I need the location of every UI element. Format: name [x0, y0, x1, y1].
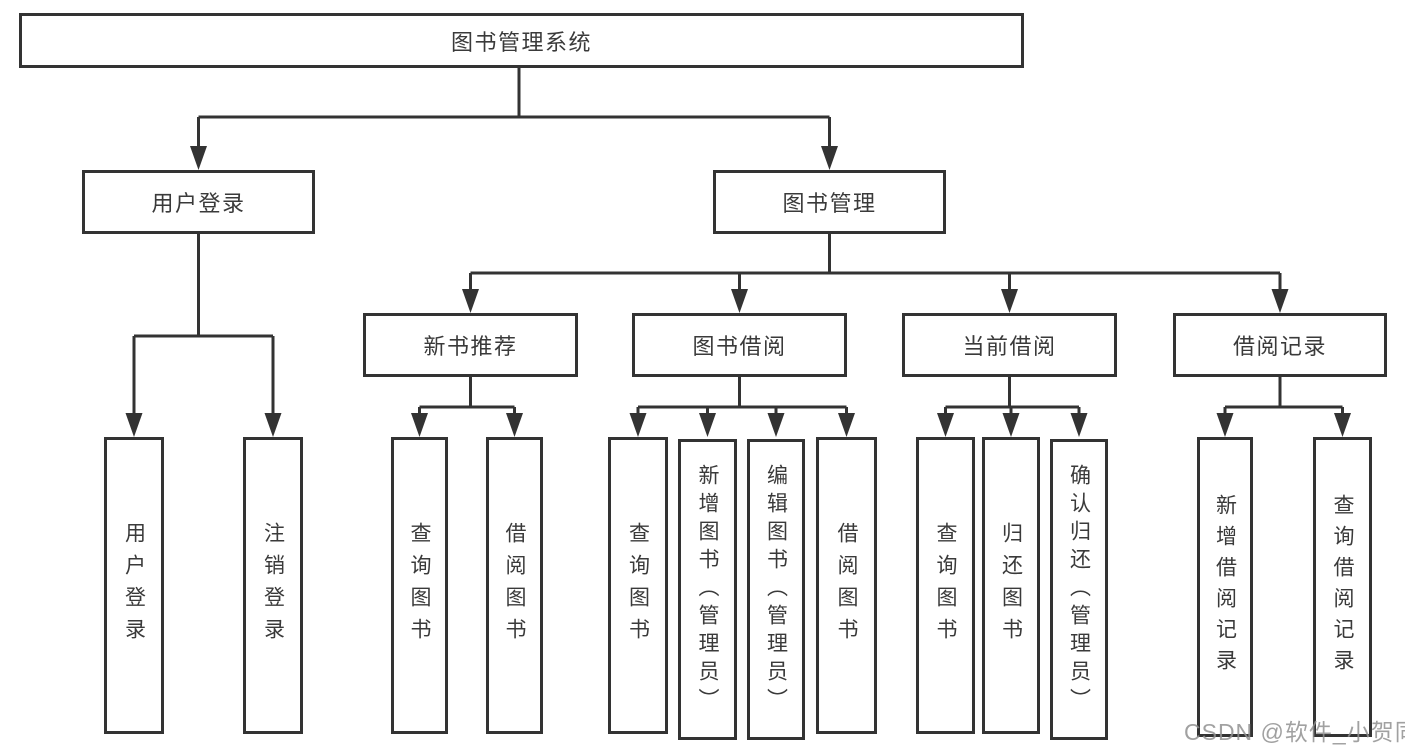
node-label: 图书管理系统 [450, 29, 592, 55]
node-current-borrowing: 当前借阅 [902, 313, 1117, 377]
node-leaf-query-books-1: 查询图书 [391, 437, 448, 734]
node-label: 查询图书 [408, 521, 431, 650]
node-leaf-borrow-books-2: 借阅图书 [816, 437, 877, 734]
node-leaf-borrow-books-1: 借阅图书 [486, 437, 543, 734]
node-leaf-add-borrow-record: 新增借阅记录 [1197, 437, 1253, 737]
node-label: 归还图书 [999, 521, 1023, 650]
node-label: 借阅图书 [835, 521, 858, 650]
node-leaf-edit-book-admin: 编辑图书（管理员） [747, 439, 805, 740]
node-label: 图书管理 [782, 191, 877, 216]
node-label: 新增借阅记录 [1213, 494, 1237, 680]
node-label: 新增图书（管理员） [696, 463, 719, 716]
node-user-login: 用户登录 [82, 170, 315, 234]
node-book-borrowing: 图书借阅 [632, 313, 847, 377]
node-label: 借阅图书 [503, 521, 526, 650]
node-leaf-user-login: 用户登录 [104, 437, 164, 734]
node-label: 查询图书 [626, 521, 650, 650]
node-label: 用户登录 [122, 521, 146, 650]
node-leaf-confirm-return-admin: 确认归还（管理员） [1050, 439, 1108, 740]
node-leaf-logout: 注销登录 [243, 437, 303, 734]
node-leaf-query-books-2: 查询图书 [608, 437, 668, 734]
node-label: 图书借阅 [692, 334, 787, 359]
node-label: 借阅记录 [1232, 334, 1327, 359]
node-borrowing-records: 借阅记录 [1173, 313, 1387, 377]
node-library-management-system: 图书管理系统 [19, 13, 1024, 68]
node-new-book-recommendation: 新书推荐 [363, 313, 578, 377]
node-book-management: 图书管理 [713, 170, 946, 234]
node-label: 查询图书 [934, 521, 957, 650]
node-leaf-query-borrow-record: 查询借阅记录 [1313, 437, 1372, 737]
node-leaf-return-book: 归还图书 [982, 437, 1040, 734]
node-label: 确认归还（管理员） [1067, 463, 1091, 716]
node-label: 当前借阅 [962, 334, 1057, 359]
node-leaf-query-books-3: 查询图书 [916, 437, 975, 734]
node-leaf-add-book-admin: 新增图书（管理员） [678, 439, 737, 740]
node-label: 注销登录 [261, 521, 285, 650]
node-label: 新书推荐 [423, 334, 518, 359]
watermark: CSDN @软件_小贺同学 [1184, 719, 1405, 745]
node-label: 查询借阅记录 [1331, 494, 1354, 680]
node-label: 用户登录 [151, 191, 246, 216]
node-label: 编辑图书（管理员） [764, 463, 788, 716]
